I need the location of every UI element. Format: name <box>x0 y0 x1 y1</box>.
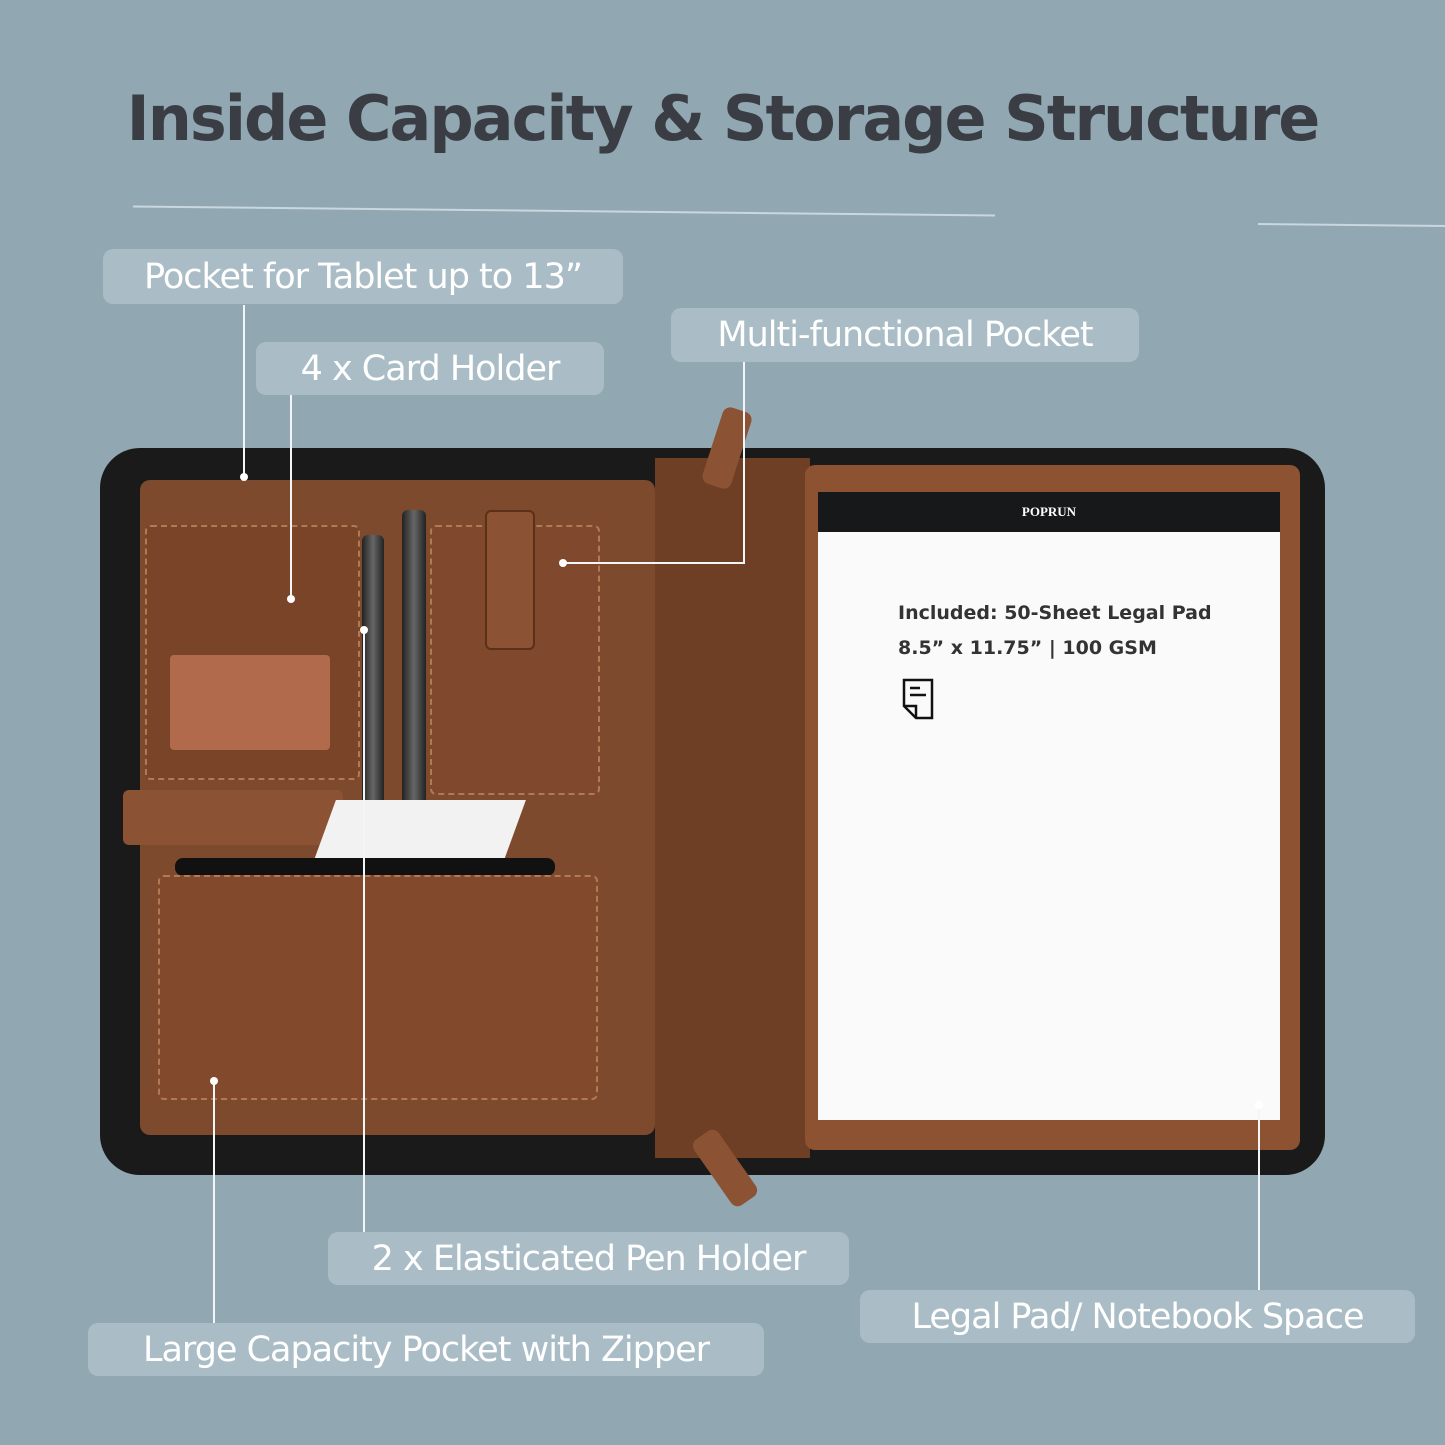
leader-line <box>563 562 745 564</box>
label-pen-holder: 2 x Elasticated Pen Holder <box>328 1232 849 1285</box>
leader-line <box>213 1080 215 1335</box>
strap <box>123 790 343 845</box>
pad-included: Included: 50-Sheet Legal Pad <box>898 602 1212 624</box>
page-title: Inside Capacity & Storage Structure <box>126 82 1321 155</box>
leader-dot <box>360 626 368 634</box>
pen <box>362 535 384 830</box>
zipper <box>175 858 555 876</box>
pen <box>402 510 426 820</box>
label-card-holder: 4 x Card Holder <box>256 342 604 395</box>
divider <box>133 205 995 217</box>
pad-spec: 8.5” x 11.75” | 100 GSM <box>898 637 1157 659</box>
label-zipper-pocket: Large Capacity Pocket with Zipper <box>88 1323 764 1376</box>
document-icon <box>902 678 934 720</box>
pad-brand: POPRUN <box>818 492 1280 532</box>
leader-dot <box>1255 1101 1263 1109</box>
label-multi-pocket: Multi-functional Pocket <box>671 308 1139 362</box>
leader-line <box>1258 1105 1260 1305</box>
label-legal-pad: Legal Pad/ Notebook Space <box>860 1290 1415 1343</box>
leader-line <box>243 305 245 477</box>
spine <box>655 458 810 1158</box>
left-panel <box>123 480 655 1135</box>
leader-dot <box>240 473 248 481</box>
leader-line <box>743 361 745 564</box>
cards <box>314 800 526 860</box>
id-window <box>170 655 330 750</box>
label-tablet-pocket: Pocket for Tablet up to 13” <box>103 249 623 304</box>
leader-dot <box>210 1077 218 1085</box>
divider <box>1257 223 1445 227</box>
zipper-pocket <box>158 875 598 1100</box>
leader-dot <box>287 595 295 603</box>
legal-pad: POPRUN Included: 50-Sheet Legal Pad 8.5”… <box>818 492 1280 1120</box>
pocket-tab <box>485 510 535 650</box>
leader-line <box>290 394 292 599</box>
leader-dot <box>559 559 567 567</box>
leader-line <box>363 630 365 1232</box>
